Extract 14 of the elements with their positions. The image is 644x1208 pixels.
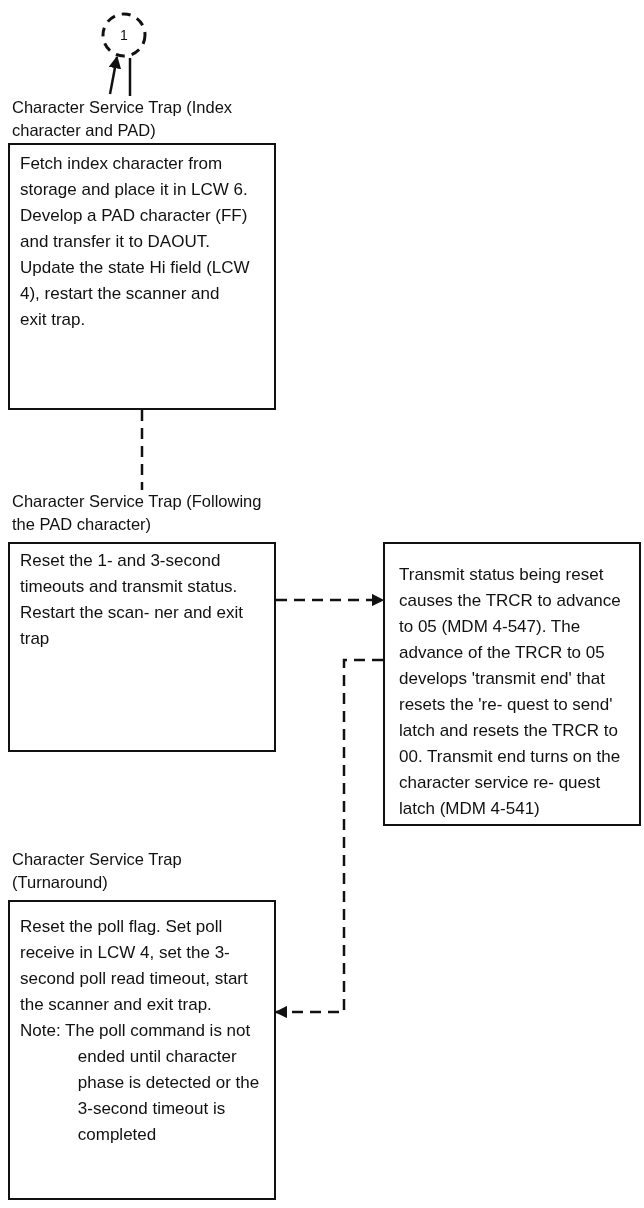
connector-line xyxy=(128,58,132,96)
box-heading: Character Service Trap (Following the PAD character) xyxy=(12,491,263,535)
process-text: Transmit status being reset causes the TRCR to advance to 05 (MDM 4-547). The advance of the TRCR to 05 develops 'transmit end' that resets the 're- quest to send' latch and resets the TRCR to 00. Transmit end turns on the character service re- quest latch (MDM 4-541) xyxy=(399,564,622,820)
process-text: Reset the poll flag. Set poll receive in LCW 4, set the 3-second poll read timeout, start the scanner and exit trap. xyxy=(20,916,249,1016)
arrow xyxy=(276,593,385,607)
box-heading: Character Service Trap (Index character and PAD) xyxy=(12,97,234,139)
connector-line xyxy=(140,410,144,490)
connector-circle xyxy=(100,12,148,58)
note-text: Note: The poll command is not ended until character phase is detected or the 3-second timeout is completed xyxy=(20,1020,261,1146)
process-text: Fetch index character from storage and place it in LCW 6. Develop a PAD character (FF) and transfer it to DAOUT. Update the state Hi field (LCW 4), restart the scanner and exit trap. xyxy=(20,153,250,331)
arrow xyxy=(108,55,122,95)
connector-number: 1 xyxy=(120,27,128,43)
process-text: Reset the 1- and 3-second timeouts and transmit status. Restart the scan- ner and exit trap xyxy=(20,550,244,650)
box-heading: Character Service Trap (Turnaround) xyxy=(12,849,183,893)
